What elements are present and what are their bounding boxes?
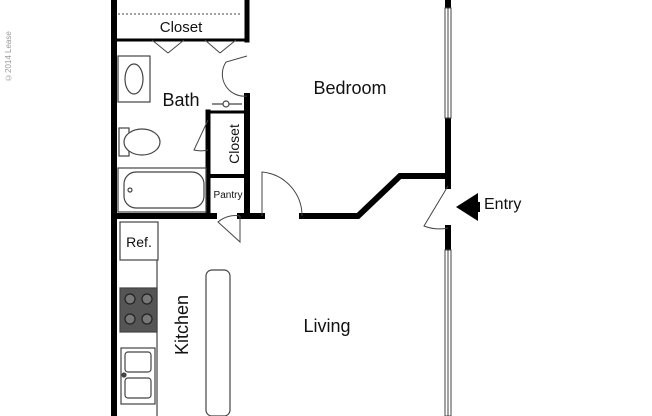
walls	[111, 0, 451, 416]
entry-arrow-icon	[456, 193, 480, 221]
cooktop-icon	[119, 287, 158, 333]
closet-top-label: Closet	[160, 19, 203, 36]
burner-icon	[124, 313, 136, 325]
closet-door-left-2	[167, 39, 185, 54]
doors	[193, 55, 449, 244]
entry-door-icon	[423, 185, 449, 230]
living-label: Living	[303, 316, 350, 336]
bedroom-label: Bedroom	[313, 78, 386, 98]
sink-basin	[124, 351, 152, 373]
bath-fixtures	[117, 55, 242, 213]
entry-label: Entry	[484, 196, 521, 213]
tub-drain	[127, 187, 133, 193]
refrigerator-icon	[119, 221, 159, 261]
windows	[444, 7, 452, 416]
closet-door-right	[204, 39, 221, 54]
closet-door-left	[151, 39, 169, 54]
burner-icon	[141, 293, 153, 305]
sink-icon	[124, 63, 144, 95]
toilet-icon	[123, 128, 161, 156]
towel-knob-icon	[222, 100, 230, 108]
kitchen-label: Kitchen	[172, 295, 192, 355]
bathtub-basin	[123, 171, 205, 209]
kitchen-fixtures	[119, 221, 231, 416]
bedroom-door-icon	[261, 171, 303, 217]
bath-door-icon	[221, 55, 248, 97]
closet-door-right-2	[219, 39, 237, 54]
bath-label: Bath	[162, 90, 199, 110]
closet-side-door-icon	[193, 119, 209, 152]
ref-label: Ref.	[126, 234, 152, 250]
peninsula-counter	[205, 269, 231, 416]
closet-side-label: Closet	[226, 124, 242, 164]
closet-top-fixtures	[118, 13, 242, 54]
faucet-icon	[121, 372, 127, 378]
wall-bedroom-angled	[299, 173, 451, 219]
burner-icon	[141, 313, 153, 325]
sink-basin	[124, 377, 152, 399]
pantry-door-icon	[217, 215, 241, 244]
pantry-label: Pantry	[214, 190, 243, 201]
burner-icon	[124, 293, 136, 305]
labels: Closet Bath Bedroom Closet Pantry Entry …	[126, 19, 521, 355]
